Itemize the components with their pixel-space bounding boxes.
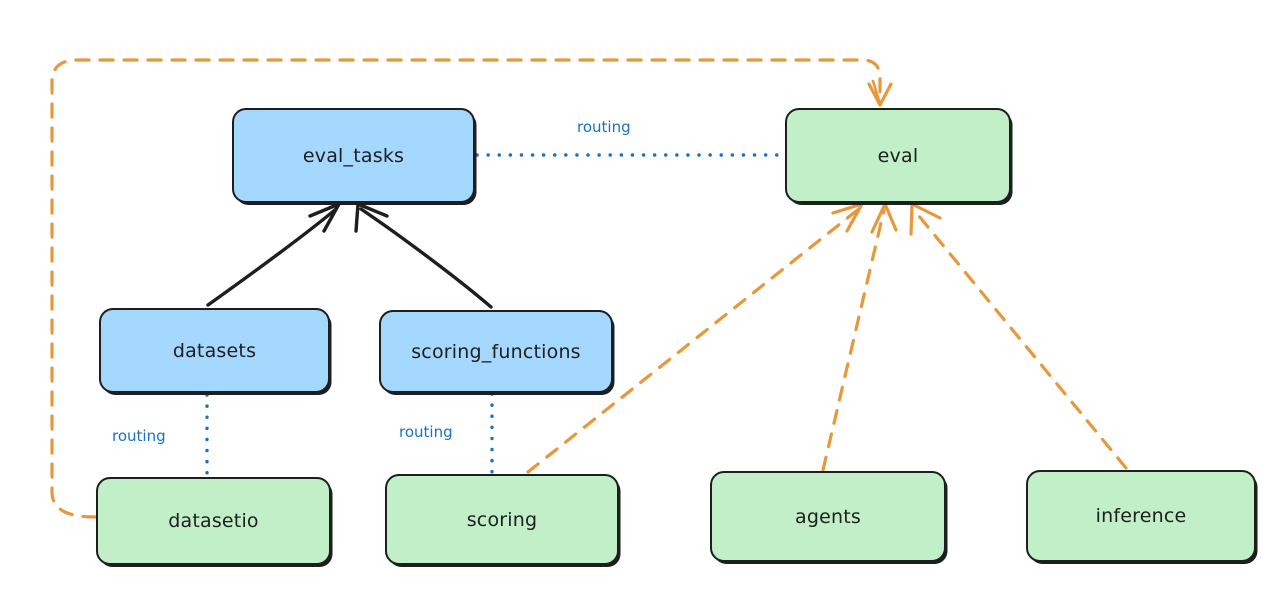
node-inference[interactable]: inference — [1026, 470, 1256, 562]
node-label: agents — [795, 505, 861, 528]
node-label: scoring_functions — [411, 340, 581, 363]
node-scoring-functions[interactable]: scoring_functions — [379, 310, 613, 393]
edge-label-routing-scoring-functions: routing — [399, 423, 453, 441]
node-label: datasets — [172, 339, 257, 362]
node-label: datasetio — [168, 510, 259, 532]
node-agents[interactable]: agents — [710, 471, 946, 562]
node-eval[interactable]: eval — [785, 108, 1011, 203]
node-datasets[interactable]: datasets — [99, 308, 330, 393]
node-eval-tasks[interactable]: eval_tasks — [232, 108, 475, 203]
edge-agents-to-eval — [821, 202, 898, 472]
node-label: scoring — [466, 508, 538, 531]
node-label: eval — [877, 144, 919, 167]
node-label: inference — [1095, 505, 1187, 527]
edge-datasets-to-eval_tasks — [206, 202, 341, 307]
node-scoring[interactable]: scoring — [385, 474, 619, 565]
node-label: eval_tasks — [302, 144, 405, 167]
edge-inference-to-eval — [909, 202, 1128, 470]
edge-scoring_functions-to-eval_tasks — [354, 202, 493, 309]
edge-label-routing-datasets: routing — [112, 427, 166, 445]
edge-label-routing-eval-tasks: routing — [577, 118, 631, 136]
node-datasetio[interactable]: datasetio — [96, 477, 331, 565]
